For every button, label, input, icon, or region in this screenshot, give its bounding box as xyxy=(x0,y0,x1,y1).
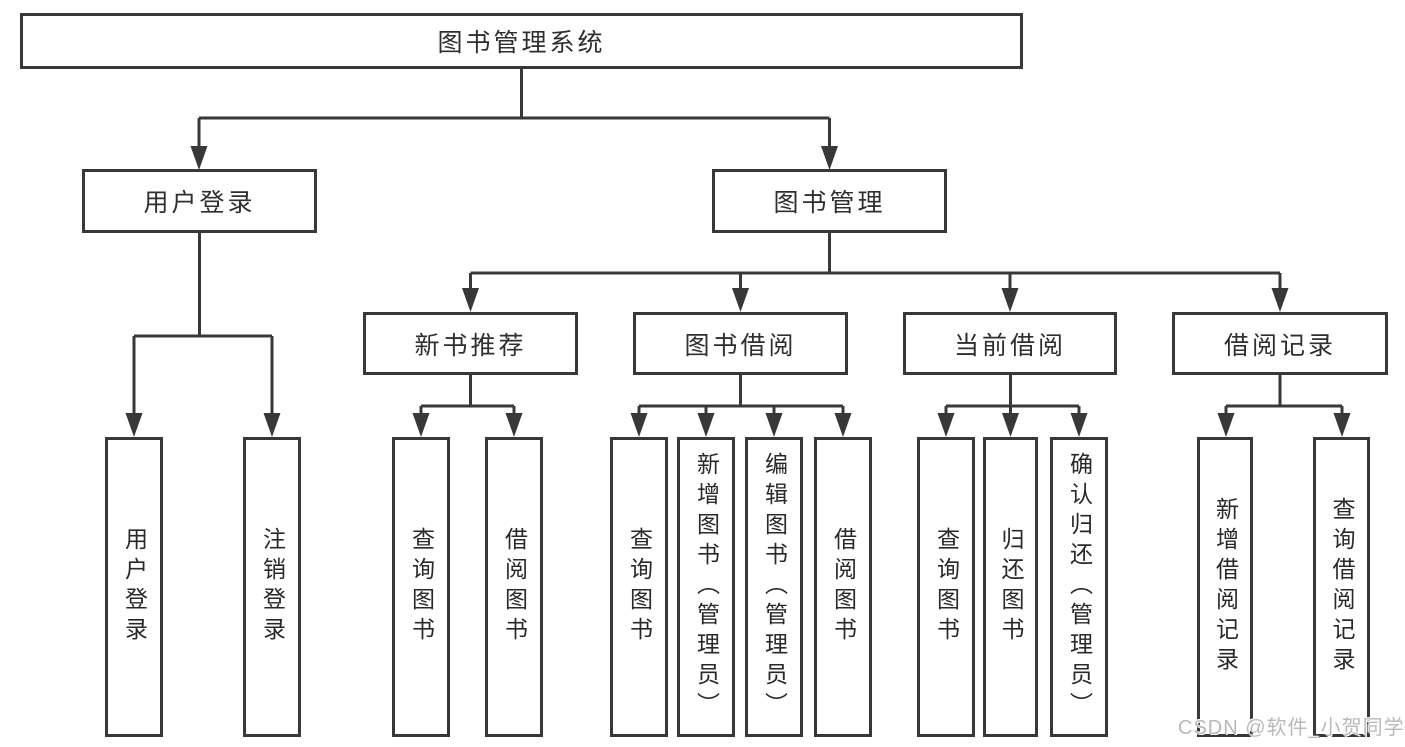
leaf-query-borrow-record-label: 查询借阅记录 xyxy=(1329,497,1355,677)
leaf-logout-label: 注销登录 xyxy=(259,527,286,647)
leaf-query-books-borrowing: 查询图书 xyxy=(610,437,668,737)
leaf-return-books: 归还图书 xyxy=(983,437,1038,737)
leaf-return-books-label: 归还图书 xyxy=(998,527,1024,647)
leaf-query-books-recommend: 查询图书 xyxy=(392,437,450,737)
node-book-management: 图书管理 xyxy=(712,169,947,233)
leaf-query-borrow-record: 查询借阅记录 xyxy=(1313,437,1370,737)
connector-user-login-to-leaves xyxy=(125,233,281,437)
leaf-logout: 注销登录 xyxy=(243,437,301,737)
node-library-system: 图书管理系统 xyxy=(20,13,1023,69)
leaf-borrow-books-borrowing-label: 借阅图书 xyxy=(830,527,857,647)
connector-recommend-to-leaves xyxy=(412,375,523,437)
node-current-borrowing: 当前借阅 xyxy=(903,312,1117,375)
node-new-book-recommend: 新书推荐 xyxy=(363,312,578,375)
leaf-confirm-return-admin-label: 确认归还（管理员） xyxy=(1066,452,1093,722)
leaf-query-books-current-label: 查询图书 xyxy=(933,527,960,647)
leaf-edit-books-admin: 编辑图书（管理员） xyxy=(745,437,803,737)
leaf-add-borrow-record: 新增借阅记录 xyxy=(1197,437,1253,737)
leaf-query-books-current: 查询图书 xyxy=(917,437,975,737)
leaf-edit-books-admin-label: 编辑图书（管理员） xyxy=(761,452,788,722)
leaf-add-borrow-record-label: 新增借阅记录 xyxy=(1212,497,1239,677)
leaf-borrow-books-borrowing: 借阅图书 xyxy=(814,437,872,737)
connector-book-management-to-level3 xyxy=(462,233,1289,312)
connector-root-to-level2 xyxy=(190,69,838,170)
connector-current-to-leaves xyxy=(937,375,1088,437)
node-book-borrowing: 图书借阅 xyxy=(633,312,848,375)
leaf-add-books-admin: 新增图书（管理员） xyxy=(677,437,735,737)
connector-borrowing-to-leaves xyxy=(630,375,852,437)
node-borrow-records: 借阅记录 xyxy=(1172,312,1388,375)
leaf-confirm-return-admin: 确认归还（管理员） xyxy=(1050,437,1108,737)
connector-records-to-leaves xyxy=(1217,375,1351,437)
leaf-add-books-admin-label: 新增图书（管理员） xyxy=(693,452,720,722)
csdn-watermark: CSDN @软件_小贺同学 xyxy=(1178,717,1405,739)
leaf-query-books-borrowing-label: 查询图书 xyxy=(626,527,653,647)
leaf-borrow-books-recommend: 借阅图书 xyxy=(485,437,543,737)
leaf-user-login-label: 用户登录 xyxy=(121,527,148,647)
leaf-query-books-recommend-label: 查询图书 xyxy=(408,527,435,647)
node-user-login: 用户登录 xyxy=(82,169,317,233)
leaf-borrow-books-recommend-label: 借阅图书 xyxy=(501,527,528,647)
leaf-user-login: 用户登录 xyxy=(105,437,163,737)
